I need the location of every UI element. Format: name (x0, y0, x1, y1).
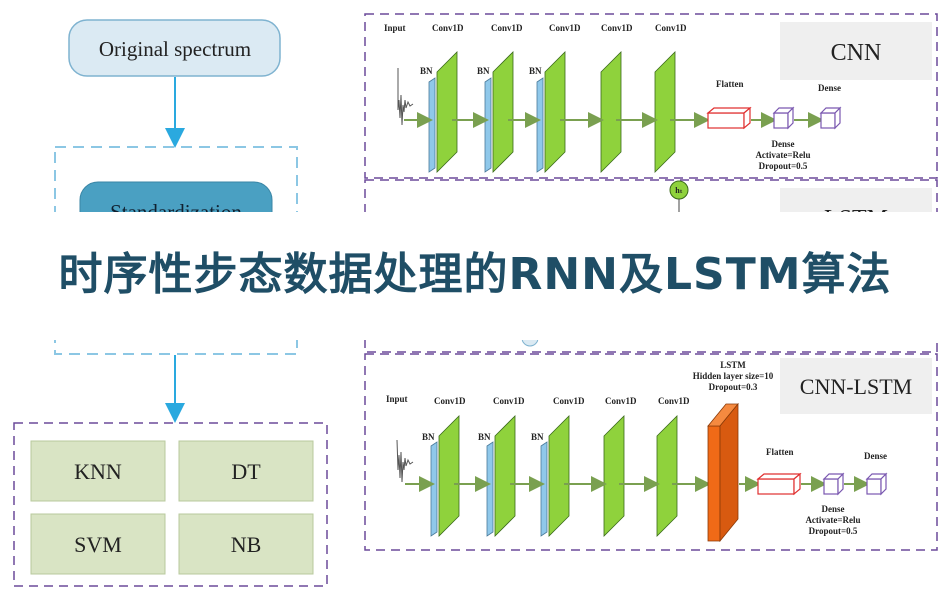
cnn-lstm-layers: Input Conv1D Conv1D Conv1D Conv1D Conv1D… (386, 360, 888, 543)
cnn-layers: Conv1D Conv1D Conv1D Conv1D Conv1D BN BN… (404, 23, 842, 173)
cnn-lstm-input-signal (396, 439, 414, 483)
cnn-lstm-bn-layer-1 (430, 441, 438, 537)
cnn-conv-layer-3 (544, 51, 566, 173)
original-spectrum-box (68, 19, 281, 77)
cnn-dense-box-1 (773, 112, 789, 129)
cnn-lstm-panel (364, 353, 938, 551)
cnn-lstm-dense-1-side (837, 472, 844, 496)
cnn-bn-layer-1 (428, 77, 436, 173)
cnn-lstm-dense-2-side (880, 472, 887, 496)
cnn-lstm-flatten-top (756, 473, 802, 480)
cnn-lstm-conv-layer-2 (494, 415, 516, 537)
lstm-info-3: Dropout=0.3 (709, 382, 758, 392)
cnn-bn-layer-2 (484, 77, 492, 173)
svm-label: SVM (74, 532, 122, 557)
cnn-bn-layer-3 (536, 77, 544, 173)
cnn-dense-2-side (834, 106, 841, 130)
cnn-lstm-bn-label-1: BN (422, 432, 435, 442)
cnn-lstm-flatten-label: Flatten (766, 447, 794, 457)
cnn-lstm-flatten-box (757, 478, 795, 495)
cnn-bn-label-3: BN (529, 66, 542, 76)
cnn-flatten-label: Flatten (716, 79, 744, 89)
cnn-conv-label-2: Conv1D (491, 23, 523, 33)
cnn-conv-label-5: Conv1D (655, 23, 687, 33)
dt-box (178, 440, 314, 502)
cnn-dense-box-2 (820, 112, 836, 129)
cnn-conv-label-1: Conv1D (432, 23, 464, 33)
cnn-conv-layer-2 (492, 51, 514, 173)
cnn-dense-info-3: Dropout=0.5 (759, 161, 808, 171)
cnn-lstm-conv-label-4: Conv1D (605, 396, 637, 406)
cnn-lstm-conv-layer-3 (548, 415, 570, 537)
cnn-lstm-label-box (780, 358, 932, 414)
cnn-lstm-label: CNN-LSTM (800, 374, 912, 399)
classifier-group (13, 422, 328, 587)
cnn-conv-label-3: Conv1D (549, 23, 581, 33)
cnn-flatten-side (743, 106, 751, 130)
cnn-bn-label-2: BN (477, 66, 490, 76)
lstm-info-2: Hidden layer size=10 (693, 371, 774, 381)
cnn-lstm-dense-box-2 (866, 478, 882, 495)
knn-label: KNN (74, 459, 122, 484)
cnn-lstm-dense-label: Dense (864, 451, 887, 461)
cnn-dense-label: Dense (818, 83, 841, 93)
title-banner (0, 212, 950, 340)
cnn-flatten-top (706, 107, 752, 114)
lstm-info-1: LSTM (720, 360, 746, 370)
lstm-layer-side (719, 402, 739, 543)
cnn-input-label: Input (384, 23, 406, 33)
cnn-lstm-bn-layer-3 (540, 441, 548, 537)
original-spectrum-label: Original spectrum (99, 37, 251, 61)
cnn-label-box (780, 22, 932, 80)
cnn-lstm-bn-label-2: BN (478, 432, 491, 442)
cnn-flatten-box (707, 112, 745, 129)
cnn-lstm-conv-label-2: Conv1D (493, 396, 525, 406)
cnn-conv-label-4: Conv1D (601, 23, 633, 33)
cnn-lstm-bn-layer-2 (486, 441, 494, 537)
knn-box (30, 440, 166, 502)
cnn-lstm-conv-label-1: Conv1D (434, 396, 466, 406)
cnn-lstm-flatten-side (793, 472, 801, 496)
cnn-conv-layer-1 (436, 51, 458, 173)
cnn-lstm-dense-box-1 (823, 478, 839, 495)
cnn-dense-1-side (787, 106, 794, 130)
cnn-panel (364, 13, 938, 179)
cnn-lstm-dense-info-1: Dense (822, 504, 845, 514)
cnn-dense-info-2: Activate=Relu (755, 150, 810, 160)
cnn-lstm-conv-layer-1 (438, 415, 460, 537)
lstm-layer-front (707, 425, 721, 542)
cnn-input-signal (397, 68, 414, 126)
cnn-conv-layer-5 (654, 51, 676, 173)
cnn-lstm-conv-layer-5 (656, 415, 678, 537)
cnn-dense-info-1: Dense (772, 139, 795, 149)
cnn-lstm-input-label: Input (386, 394, 408, 404)
cnn-lstm-dense-info-3: Dropout=0.5 (809, 526, 858, 536)
cnn-lstm-conv-label-3: Conv1D (553, 396, 585, 406)
cnn-label: CNN (831, 40, 882, 66)
cnn-lstm-conv-layer-4 (603, 415, 625, 537)
svm-box (30, 513, 166, 575)
banner-title: 时序性步态数据处理的RNN及LSTM算法 (58, 249, 892, 300)
nb-box (178, 513, 314, 575)
cnn-lstm-dense-info-2: Activate=Relu (805, 515, 860, 525)
cnn-conv-layer-4 (600, 51, 622, 173)
cnn-lstm-bn-label-3: BN (531, 432, 544, 442)
nb-label: NB (231, 532, 262, 557)
dt-label: DT (231, 459, 261, 484)
lstm-hidden-state-label: hₜ (675, 186, 682, 195)
cnn-lstm-conv-label-5: Conv1D (658, 396, 690, 406)
cnn-bn-label-1: BN (420, 66, 433, 76)
